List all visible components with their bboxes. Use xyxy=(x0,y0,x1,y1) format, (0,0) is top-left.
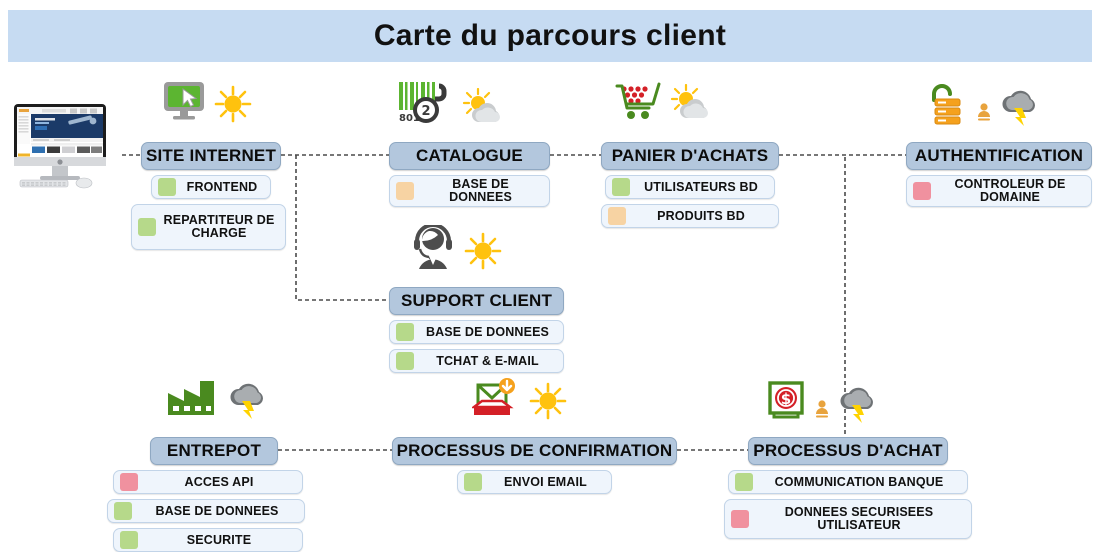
status-chip-green xyxy=(612,178,630,196)
row-controleur-de-domaine[interactable]: CONTROLEUR DE DOMAINE xyxy=(906,175,1092,207)
row-repartiteur-de-charge[interactable]: REPARTITEUR DE CHARGE xyxy=(130,204,286,250)
row-acces-api[interactable]: ACCES API xyxy=(113,470,303,494)
factory-icon xyxy=(164,375,220,419)
status-chip-green xyxy=(114,502,132,520)
status-chip-green xyxy=(735,473,753,491)
node-entrepot[interactable]: ENTREPOT ACCES API BASE DE DONNEES SECUR… xyxy=(107,381,305,552)
row-produits-bd[interactable]: PRODUITS BD xyxy=(601,204,779,228)
node-title-support-client[interactable]: SUPPORT CLIENT xyxy=(389,287,564,315)
inbox-download-icon xyxy=(472,377,522,421)
node-title-authentification[interactable]: AUTHENTIFICATION xyxy=(906,142,1092,170)
status-chip-green xyxy=(120,531,138,549)
row-base-de-donnees[interactable]: BASE DE DONNEES xyxy=(107,499,305,523)
status-chip-pink xyxy=(913,182,931,200)
status-chip-green xyxy=(396,323,414,341)
node-processus-de-confirmation[interactable]: PROCESSUS DE CONFIRMATION ENVOI EMAIL xyxy=(392,378,677,494)
lock-server-icon xyxy=(924,84,970,126)
row-base-de-donnees[interactable]: BASE DE DONNEES xyxy=(389,175,550,207)
desktop-computer-photo xyxy=(2,100,122,195)
status-chip-pink xyxy=(731,510,749,528)
node-support-client[interactable]: SUPPORT CLIENT BASE DE DONNEES TCHAT & E… xyxy=(389,225,564,373)
storm-cloud-icon xyxy=(836,381,880,423)
row-envoi-email[interactable]: ENVOI EMAIL xyxy=(457,470,612,494)
node-title-site-internet[interactable]: SITE INTERNET xyxy=(141,142,281,170)
row-base-de-donnees[interactable]: BASE DE DONNEES xyxy=(389,320,564,344)
status-chip-green xyxy=(158,178,176,196)
sun-cloud-icon xyxy=(669,84,713,124)
node-title-panier-dachats[interactable]: PANIER D'ACHATS xyxy=(601,142,779,170)
node-title-processus-dachat[interactable]: PROCESSUS D'ACHAT xyxy=(748,437,948,465)
storm-cloud-icon xyxy=(226,377,270,419)
status-chip-green xyxy=(396,352,414,370)
node-processus-dachat[interactable]: $ PROCESSUS D'ACHAT xyxy=(724,381,972,539)
atm-money-icon: $ xyxy=(764,379,808,423)
storm-cloud-icon xyxy=(998,84,1042,126)
sun-icon xyxy=(528,381,568,421)
node-title-catalogue[interactable]: CATALOGUE xyxy=(389,142,550,170)
page-title-bar: Carte du parcours client xyxy=(8,10,1092,62)
barcode-801-icon: 801 2 xyxy=(395,80,455,128)
row-frontend[interactable]: FRONTEND xyxy=(151,175,271,199)
status-chip-orange xyxy=(608,207,626,225)
page-title: Carte du parcours client xyxy=(373,19,727,52)
row-communication-banque[interactable]: COMMUNICATION BANQUE xyxy=(728,470,968,494)
node-authentification[interactable]: AUTHENTIFICATION CONTROLEUR DE DOMAINE xyxy=(906,84,1092,207)
shopping-cart-icon xyxy=(615,82,663,124)
node-panier-dachats[interactable]: PANIER D'ACHATS UTILISATEURS BD PRODUITS… xyxy=(601,82,779,228)
row-utilisateurs-bd[interactable]: UTILISATEURS BD xyxy=(605,175,775,199)
sun-icon xyxy=(213,84,253,124)
status-chip-green xyxy=(137,218,156,236)
node-title-entrepot[interactable]: ENTREPOT xyxy=(150,437,278,465)
row-securite[interactable]: SECURITE xyxy=(113,528,303,552)
svg-text:2: 2 xyxy=(421,104,430,119)
svg-text:801: 801 xyxy=(399,113,420,124)
sun-cloud-icon xyxy=(461,88,505,128)
node-site-internet[interactable]: SITE INTERNET FRONTEND REPARTITEUR DE CH… xyxy=(130,82,286,250)
status-chip-green xyxy=(464,473,482,491)
node-title-processus-de-confirmation[interactable]: PROCESSUS DE CONFIRMATION xyxy=(392,437,677,465)
sun-icon xyxy=(463,231,503,271)
row-tchat-e-mail[interactable]: TCHAT & E-MAIL xyxy=(389,349,564,373)
svg-text:$: $ xyxy=(781,390,791,408)
status-chip-pink xyxy=(120,473,138,491)
status-chip-orange xyxy=(396,182,414,200)
headset-agent-icon xyxy=(409,225,457,271)
monitor-cursor-icon xyxy=(161,80,207,124)
user-badge-icon xyxy=(814,397,830,423)
node-catalogue[interactable]: 801 2 xyxy=(389,82,550,207)
user-badge-icon xyxy=(976,100,992,126)
